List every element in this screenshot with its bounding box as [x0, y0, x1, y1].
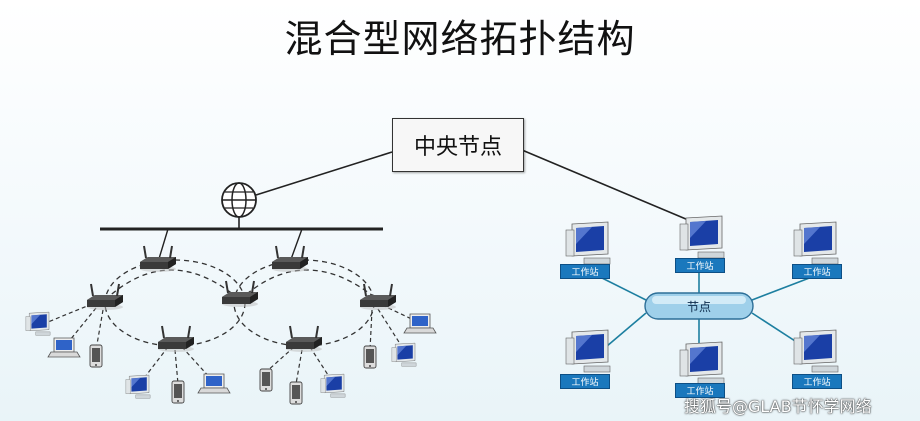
- phone-icon: [289, 381, 303, 405]
- desktop-computer-icon: [565, 221, 611, 265]
- phone-icon: [259, 368, 273, 392]
- router-icon: [157, 325, 195, 353]
- phone-icon: [89, 344, 103, 368]
- workstation-label: 工作站: [560, 374, 610, 389]
- desktop-computer-icon: [793, 221, 839, 265]
- watermark: 搜狐号@GLAB节怀学网络: [684, 397, 872, 416]
- workstation-label: 工作站: [792, 264, 842, 279]
- desktop-computer-icon: [793, 329, 839, 373]
- laptop-icon: [197, 373, 231, 394]
- router-icon: [359, 283, 397, 311]
- router-icon: [285, 325, 323, 353]
- laptop-icon: [47, 337, 81, 358]
- hub-node: [644, 292, 754, 320]
- desktop-computer-icon: [320, 373, 346, 398]
- central-node: 中央节点: [392, 118, 524, 172]
- workstation-label: 工作站: [792, 374, 842, 389]
- workstation-label: 工作站: [675, 258, 725, 273]
- router-icon: [86, 283, 124, 311]
- desktop-computer-icon: [25, 311, 51, 336]
- router-icon: [139, 245, 177, 273]
- phone-icon: [363, 345, 377, 369]
- globe-icon: [221, 182, 257, 218]
- desktop-computer-icon: [391, 342, 417, 367]
- desktop-computer-icon: [125, 374, 151, 399]
- diagram-title: 混合型网络拓扑结构: [284, 17, 636, 61]
- workstation-label: 工作站: [675, 383, 725, 398]
- laptop-icon: [403, 313, 437, 334]
- desktop-computer-icon: [679, 215, 725, 259]
- desktop-computer-icon: [565, 329, 611, 373]
- phone-icon: [171, 380, 185, 404]
- desktop-computer-icon: [679, 341, 725, 385]
- hub-label: 节点: [686, 299, 711, 314]
- router-icon: [271, 245, 309, 273]
- workstation-label: 工作站: [560, 264, 610, 279]
